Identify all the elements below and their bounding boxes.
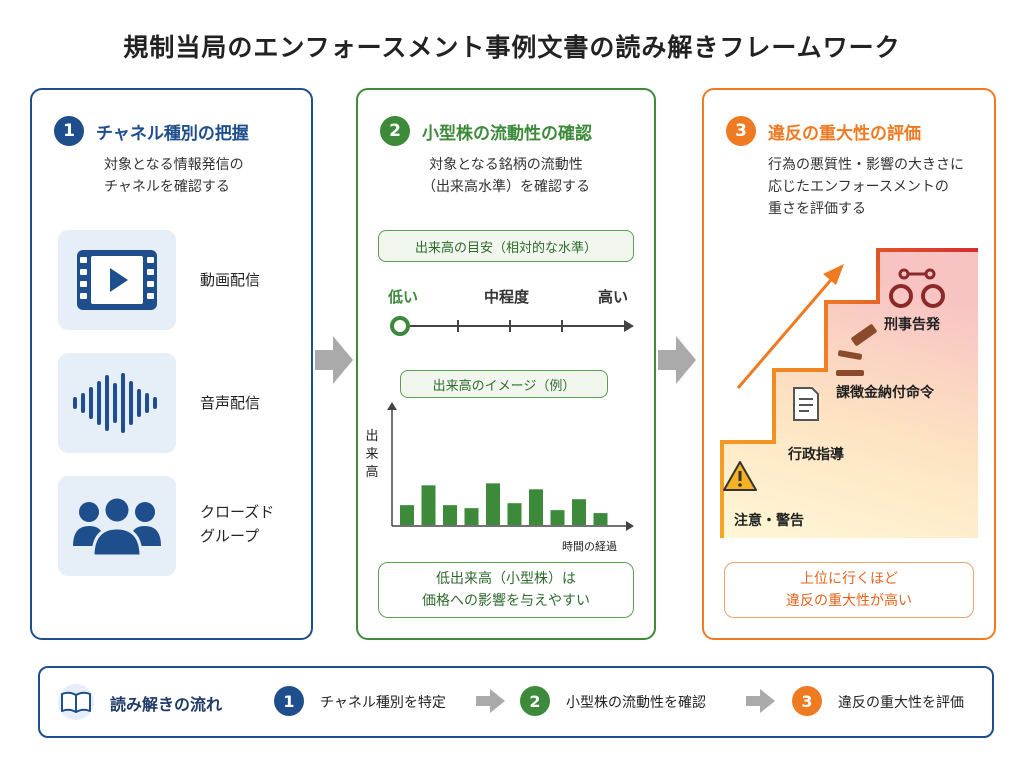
panel3-desc-line: 応じたエンフォースメントの (768, 179, 949, 195)
staircase-fill (722, 250, 978, 538)
flow-arrow-icon (746, 689, 775, 713)
panel2-desc-line: （出来高水準）を確認する (422, 179, 590, 195)
panel1-header: 1 チャネル種別の把握 (54, 116, 249, 146)
scale-marker (390, 316, 410, 336)
volume-bar (572, 499, 586, 525)
open-book-icon (58, 684, 94, 720)
volume-bar-chart (387, 402, 634, 531)
volume-bar (529, 489, 543, 525)
panel1-heading: チャネル種別の把握 (96, 123, 249, 144)
warning-icon (723, 461, 757, 491)
group-label-line: クローズド (200, 503, 275, 521)
volume-scale-pill: 出来高の目安（相対的な水準） (378, 230, 634, 262)
step-criminal-referral: 刑事告発 (884, 317, 940, 333)
panel2-desc-line: 対象となる銘柄の流動性 (429, 157, 583, 173)
panel3-desc-line: 行為の悪質性・影響の大きさに (768, 157, 964, 173)
panel2-header: 2 小型株の流動性の確認 (380, 116, 592, 146)
severity-note-line: 違反の重大性が高い (786, 593, 912, 609)
volume-bar (486, 483, 500, 525)
reading-flow-bar: 読み解きの流れ 1 チャネル種別を特定 2 小型株の流動性を確認 3 違反の重大… (38, 666, 994, 738)
volume-bar (443, 505, 457, 525)
group-icon (73, 495, 161, 558)
panel3-desc-line: 重さを評価する (768, 201, 866, 217)
video-icon (77, 250, 157, 310)
audio-wave-icon (73, 373, 157, 433)
staircase-edge (720, 248, 978, 538)
audio-channel-label: 音声配信 (200, 394, 261, 412)
group-channel-label: クローズド グループ (200, 500, 274, 548)
severity-note-line: 上位に行くほど (800, 571, 898, 587)
audio-channel-card (58, 353, 176, 453)
chart-y-axis-arrow (387, 402, 397, 410)
video-channel-card (58, 230, 176, 330)
group-label-line: グループ (200, 527, 260, 545)
step-number-1: 1 (54, 116, 84, 146)
panel1-desc-line: 対象となる情報発信の (104, 157, 244, 173)
liquidity-note-line: 低出来高（小型株）は (436, 571, 576, 587)
step-admin-guidance: 行政指導 (788, 447, 844, 463)
gavel-icon (836, 324, 877, 376)
handcuffs-icon (889, 268, 945, 308)
flow-step-3-label: 違反の重大性を評価 (838, 695, 964, 711)
severity-note: 上位に行くほど 違反の重大性が高い (724, 562, 974, 618)
step-number-2: 2 (380, 116, 410, 146)
panel1-description: 対象となる情報発信の チャネルを確認する (104, 154, 244, 198)
scale-mid-label: 中程度 (484, 288, 530, 306)
trend-arrow-line (736, 273, 838, 389)
step-surcharge-order: 課徴金納付命令 (836, 385, 934, 401)
chart-x-axis-arrow (626, 521, 634, 531)
volume-bar (550, 510, 565, 525)
flow-step-2-label: 小型株の流動性を確認 (566, 695, 706, 711)
panel-severity: 3 違反の重大性の評価 行為の悪質性・影響の大きさに 応じたエンフォースメントの… (702, 88, 996, 640)
flow-step-number-2: 2 (520, 686, 550, 716)
chart-title-pill: 出来高のイメージ（例） (400, 370, 608, 398)
panel1-desc-line: チャネルを確認する (104, 179, 230, 195)
step-number-3: 3 (726, 116, 756, 146)
volume-bar (507, 503, 522, 525)
panel2-heading: 小型株の流動性の確認 (422, 123, 592, 144)
scale-high-label: 高い (598, 288, 629, 306)
page-title: 規制当局のエンフォースメント事例文書の読み解きフレームワーク (123, 33, 901, 62)
volume-bar (593, 513, 608, 525)
flow-title: 読み解きの流れ (110, 695, 223, 714)
ylabel-text: 出来高 (365, 429, 379, 480)
volume-scale (390, 316, 634, 336)
step-caution-warning: 注意・警告 (734, 513, 804, 529)
liquidity-note-line: 価格への影響を与えやすい (422, 593, 590, 609)
panel-liquidity: 2 小型株の流動性の確認 対象となる銘柄の流動性 （出来高水準）を確認する 出来… (356, 88, 656, 640)
video-channel-label: 動画配信 (200, 271, 261, 289)
arrow-right-icon (658, 336, 696, 384)
chart-xlabel: 時間の経過 (562, 540, 617, 553)
group-channel-card (58, 476, 176, 576)
volume-bar (400, 505, 414, 525)
trend-arrow-icon (823, 264, 844, 285)
severity-staircase (720, 248, 978, 538)
chart-ylabel: 出来高 (364, 428, 380, 482)
flow-step-number-1: 1 (274, 686, 304, 716)
flow-step-1-label: チャネル種別を特定 (320, 695, 446, 711)
panel3-description: 行為の悪質性・影響の大きさに 応じたエンフォースメントの 重さを評価する (768, 154, 964, 220)
flow-arrow-icon (476, 689, 505, 713)
document-icon (793, 387, 819, 421)
liquidity-note: 低出来高（小型株）は 価格への影響を与えやすい (378, 562, 634, 618)
panel-channel-type: 1 チャネル種別の把握 対象となる情報発信の チャネルを確認する 動画配信 (30, 88, 313, 640)
scale-low-label: 低い (388, 288, 419, 306)
volume-bar (421, 485, 436, 525)
panel3-header: 3 違反の重大性の評価 (726, 116, 921, 146)
panel3-heading: 違反の重大性の評価 (768, 123, 921, 144)
arrow-right-icon (315, 336, 353, 384)
panel2-description: 対象となる銘柄の流動性 （出来高水準）を確認する (358, 154, 654, 198)
flow-step-number-3: 3 (792, 686, 822, 716)
volume-bar (464, 508, 479, 525)
